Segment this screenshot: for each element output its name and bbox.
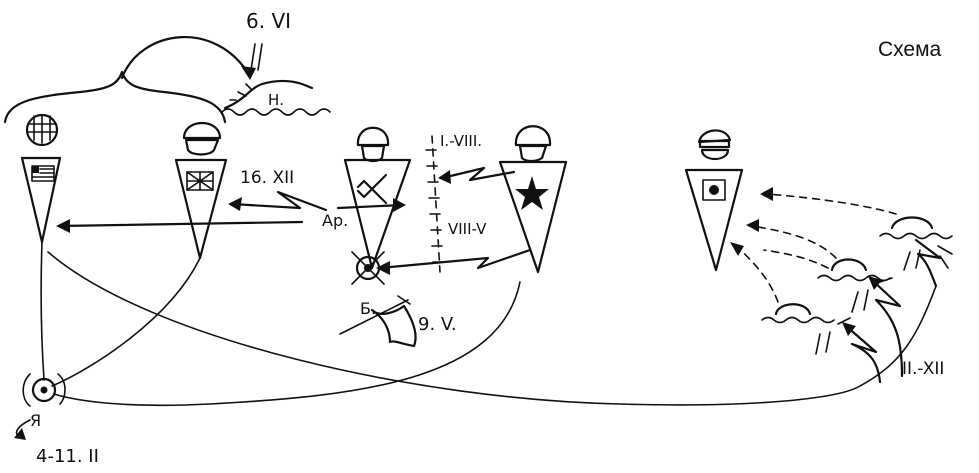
diagram-caption: Схема (878, 38, 942, 61)
yalta-group: Я 4-11. II (14, 373, 99, 467)
victory-date-label: 9. V. (418, 314, 457, 335)
usa-figure (20, 113, 62, 244)
swastika-icon (356, 173, 388, 205)
island-3 (879, 216, 953, 271)
pacific-date-label: II.-XII (902, 359, 944, 379)
germany-figure (343, 126, 412, 285)
japan-figure (684, 129, 744, 272)
island-1 (761, 303, 851, 355)
ardennes-label: Ар. (322, 211, 348, 230)
eastern-front-arrows: I.-VIII. VIII-V (376, 132, 532, 275)
battle-of-bulge-date-label: 16. XII (240, 168, 294, 188)
allies-bracket (3, 70, 227, 124)
yalta-date-label: 4-11. II (36, 446, 99, 467)
pacific-campaign-group: II.-XII (730, 187, 953, 384)
berlin-group: Б. 9. V. (339, 295, 457, 348)
eastern-front-date-bottom-label: VIII-V (448, 220, 487, 238)
normandy-coast-group: Н. 6. VI (3, 9, 331, 124)
yalta-label: Я (30, 411, 41, 430)
eastern-front-date-top-label: I.-VIII. (440, 132, 482, 150)
us-flag-icon (31, 165, 55, 182)
ussr-figure (498, 125, 568, 274)
berlin-label: Б. (360, 299, 376, 318)
union-jack-icon (186, 171, 214, 191)
red-star-icon (515, 176, 549, 210)
normandy-label: Н. (268, 91, 284, 109)
island-2 (817, 258, 893, 313)
uk-figure (174, 122, 228, 260)
rising-sun-icon (702, 179, 726, 201)
d-day-date-label: 6. VI (246, 9, 291, 33)
connecting-lines (40, 241, 937, 407)
western-front-arrows: Ар. 16. XII (56, 168, 406, 233)
